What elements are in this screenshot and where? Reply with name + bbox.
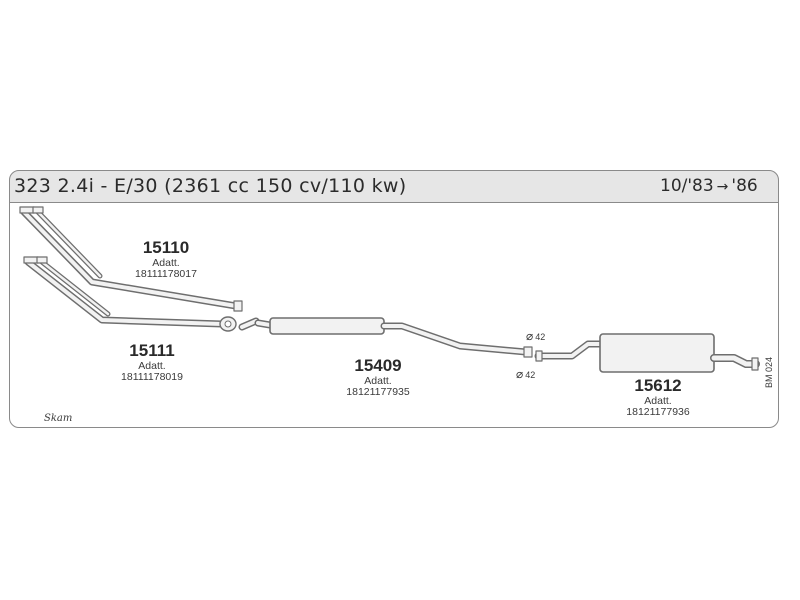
pipe-end-icon [233,300,243,312]
adapter-label: Adatt. [644,395,672,407]
front-pipe-15111[interactable] [23,256,237,332]
oem-number: 18121177935 [346,386,410,398]
pipe-end-icon [535,350,543,362]
diameter-callout: ⌀42 [526,329,545,343]
year-to: '86 [731,176,758,196]
year-range: 10/'83→'86 [660,176,758,196]
arrow-right-icon: → [716,179,729,195]
rear-silencer-15612[interactable] [534,333,760,373]
brand-logo: Skam [44,413,73,424]
part-number-15409: 15409 [354,356,402,375]
diameter-icon: ⌀ [516,367,524,381]
part-number-15612: 15612 [634,376,682,395]
middle-silencer-15409[interactable] [238,317,533,358]
oem-number: 18111178019 [121,371,183,383]
flange-icon [36,256,48,264]
oem-number: 18121177936 [626,406,690,418]
adapter-label: Adatt. [364,375,392,387]
adapter-label: Adatt. [152,257,180,269]
flange-icon [32,206,44,214]
tailpipe-end-icon [751,357,759,371]
diameter-icon: ⌀ [526,329,534,343]
part-number-15110: 15110 [142,238,190,257]
flange-icon [23,256,39,264]
vehicle-title: 323 2.4i - E/30 (2361 cc 150 cv/110 kw) [14,175,407,197]
title-band [9,170,779,203]
silencer-box-icon [269,317,385,335]
diameter-value: 42 [525,370,536,380]
diameter-callout: ⌀42 [516,367,535,381]
adapter-label: Adatt. [138,360,166,372]
front-pipe-15110[interactable] [19,206,243,312]
oem-number: 18111178017 [135,268,197,280]
diameter-value: 42 [535,332,546,342]
year-from: 10/'83 [660,176,714,196]
flange-icon [19,206,35,214]
silencer-box-icon [599,333,715,373]
diagram-frame [9,170,779,428]
pipe-end-icon [523,346,533,358]
diagram-code: BM 024 [764,356,774,388]
part-number-15111: 15111 [129,341,175,360]
